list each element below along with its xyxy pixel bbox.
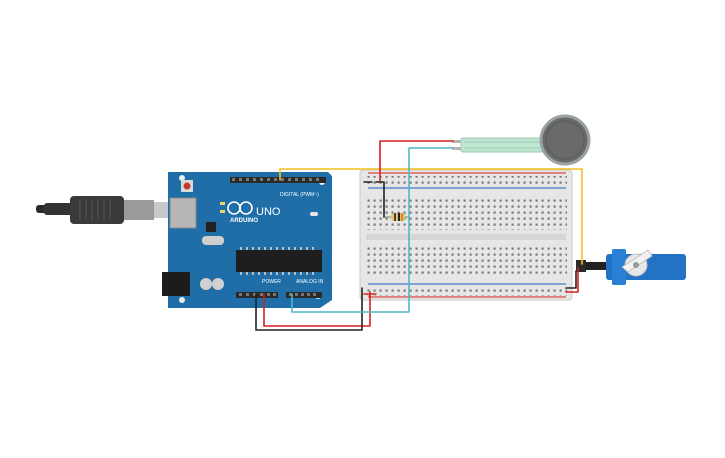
wire-yellow[interactable] — [279, 168, 583, 265]
wire-cyan-a0[interactable] — [291, 147, 454, 313]
power-label: POWER — [262, 279, 281, 285]
wire-black-gnd[interactable] — [255, 287, 363, 331]
analog-label: ANALOG IN — [296, 279, 324, 285]
digital-label: DIGITAL (PWM~) — [280, 192, 319, 198]
resistor[interactable] — [385, 213, 410, 221]
digital-header[interactable] — [230, 177, 326, 183]
wire-red-fsr[interactable] — [379, 140, 454, 182]
model-label: UNO — [256, 206, 281, 218]
wire-red-servo[interactable] — [565, 267, 579, 293]
arduino-logo-icon — [227, 201, 253, 215]
breadboard-holes — [367, 176, 567, 296]
wire-black-resistor[interactable] — [375, 181, 385, 218]
servo-motor[interactable] — [576, 249, 686, 285]
brand-label: ARDUINO — [230, 218, 258, 224]
microcontroller-chip — [236, 250, 322, 272]
arduino-uno-board[interactable]: DIGITAL (PWM~) ARDUINO UNO — [162, 172, 332, 308]
usb-cable-icon[interactable] — [36, 196, 174, 224]
wire-black-servo[interactable] — [565, 270, 577, 289]
wire-red-5v[interactable] — [263, 291, 371, 327]
breadboard[interactable] — [359, 169, 573, 301]
power-header[interactable] — [236, 292, 278, 298]
force-sensitive-resistor[interactable] — [452, 114, 591, 166]
